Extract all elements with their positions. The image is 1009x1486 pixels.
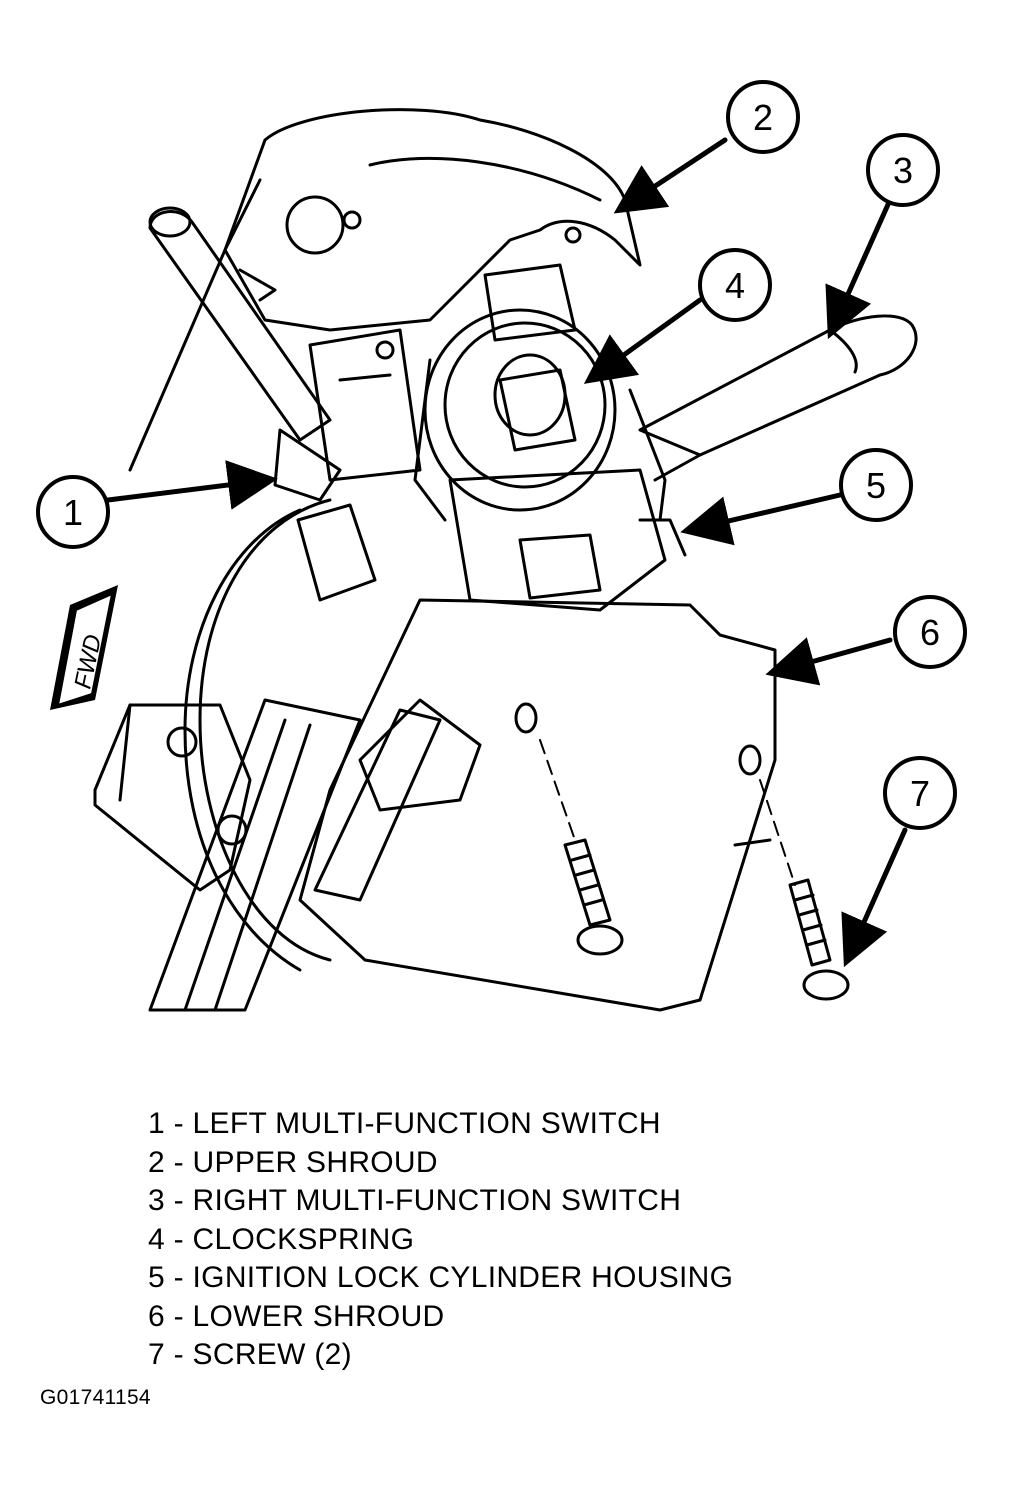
legend-item-5: 5 - IGNITION LOCK CYLINDER HOUSING	[148, 1261, 734, 1294]
column-mounting-bracket	[93, 703, 252, 892]
leader-arrow-3	[825, 197, 893, 340]
screw-right	[759, 779, 850, 1001]
callout-7: 7	[883, 756, 957, 830]
steering-column-illustration: FWD 1 2 3 4 5 6 7	[36, 80, 967, 1012]
callout-4: 4	[698, 248, 772, 322]
callout-3-number: 3	[893, 150, 913, 191]
callout-2-number: 2	[753, 97, 773, 138]
leader-arrow-6	[765, 637, 893, 686]
callout-1-number: 1	[63, 492, 83, 533]
callout-6: 6	[893, 595, 967, 669]
callout-2: 2	[726, 80, 800, 154]
upper-shroud	[128, 108, 642, 472]
leader-arrow-2	[613, 137, 728, 214]
lower-shroud	[298, 598, 777, 1012]
legend-item-3: 3 - RIGHT MULTI-FUNCTION SWITCH	[148, 1184, 682, 1217]
leader-arrow-4	[583, 297, 703, 384]
screw-left	[539, 739, 624, 956]
left-switch-lever	[148, 206, 332, 442]
leader-arrow-1	[105, 460, 278, 510]
steering-column-tube	[148, 698, 362, 1012]
callout-4-number: 4	[725, 265, 745, 306]
legend-item-4: 4 - CLOCKSPRING	[148, 1222, 415, 1256]
figure-id: G01741154	[40, 1386, 151, 1409]
callout-5: 5	[839, 448, 913, 522]
ignition-lock-cylinder-housing	[448, 388, 687, 612]
callout-5-number: 5	[866, 465, 886, 506]
clockspring	[413, 263, 617, 522]
leader-arrow-5	[680, 492, 843, 546]
leader-arrows	[105, 137, 908, 968]
fwd-direction-indicator: FWD	[50, 585, 118, 710]
multi-function-switch-body	[273, 328, 422, 502]
steering-wheel-hub	[183, 498, 377, 972]
callout-3: 3	[866, 133, 940, 207]
callout-1: 1	[36, 475, 110, 549]
callout-7-number: 7	[910, 773, 930, 814]
callout-6-number: 6	[920, 612, 940, 653]
legend-item-6: 6 - LOWER SHROUD	[148, 1299, 445, 1333]
legend-item-1: 1 - LEFT MULTI-FUNCTION SWITCH	[148, 1107, 661, 1140]
leader-arrow-7	[841, 827, 908, 968]
parts-legend: 1 - LEFT MULTI-FUNCTION SWITCH 2 - UPPER…	[148, 1105, 733, 1375]
legend-item-7: 7 - SCREW (2)	[148, 1338, 352, 1371]
legend-item-2: 2 - UPPER SHROUD	[148, 1145, 438, 1179]
